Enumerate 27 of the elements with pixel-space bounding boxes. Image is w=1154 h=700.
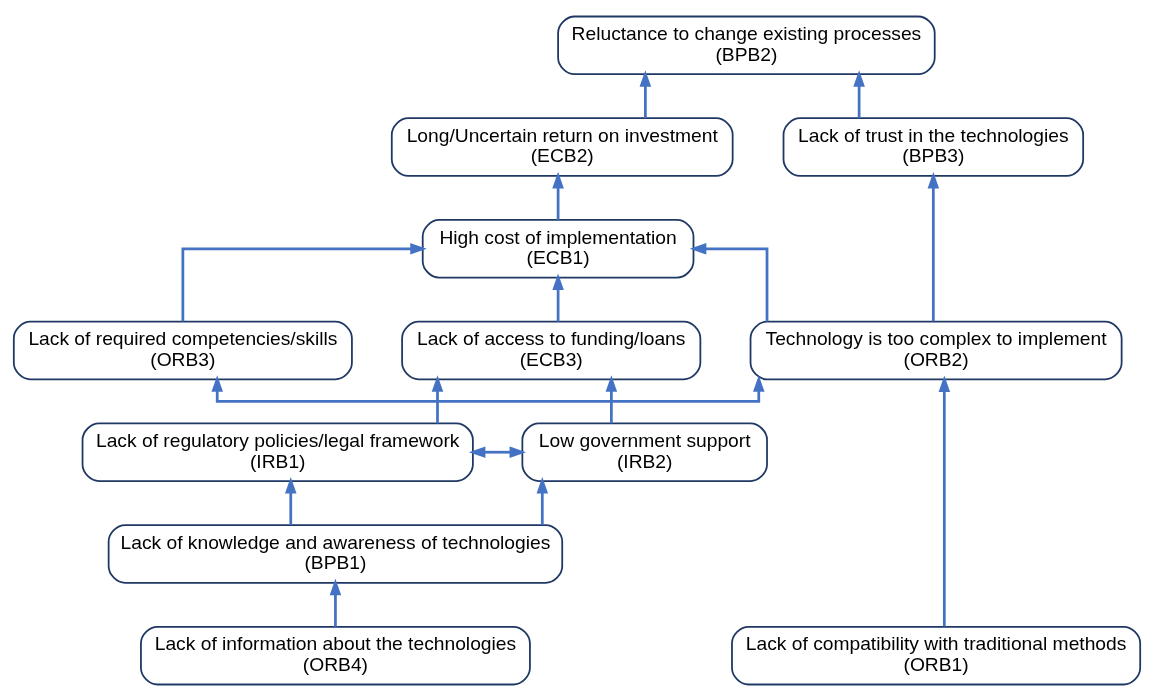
node-box: Long/Uncertain return on investment (ECB2) <box>390 116 734 177</box>
arrow <box>938 375 951 626</box>
node-box: Low government support (IRB2) <box>521 421 768 482</box>
node-box: Lack of compatibility with traditional methods (ORB1) <box>731 625 1142 685</box>
arrow <box>927 171 940 321</box>
arrow <box>689 242 769 322</box>
arrow <box>211 374 765 403</box>
node-box: Reluctance to change existing processes (BPB2) <box>557 15 936 75</box>
arrow <box>431 374 444 423</box>
arrow <box>853 69 865 118</box>
arrow <box>284 476 297 525</box>
node-box: Lack of knowledge and awareness of technologies (BPB1) <box>107 523 564 584</box>
arrow <box>605 374 618 423</box>
arrow <box>329 578 342 627</box>
node-box: Lack of regulatory policies/legal framework (IRB1) <box>81 421 474 482</box>
arrow <box>552 273 564 322</box>
node-box: Lack of access to funding/loans (ECB3) <box>401 320 702 380</box>
node-box: Lack of trust in the technologies (BPB3) <box>782 116 1085 177</box>
arrow <box>181 242 427 322</box>
arrow <box>639 69 652 118</box>
arrow <box>552 171 564 220</box>
arrow <box>536 476 549 525</box>
node-box: Lack of information about the technologies (ORB4) <box>140 625 531 685</box>
node-box: Technology is too complex to implement (ORB2) <box>749 320 1123 380</box>
node-box: High cost of implementation (ECB1) <box>421 218 695 279</box>
arrow <box>468 445 527 458</box>
node-box: Lack of required competencies/skills (ORB3) <box>12 320 353 380</box>
